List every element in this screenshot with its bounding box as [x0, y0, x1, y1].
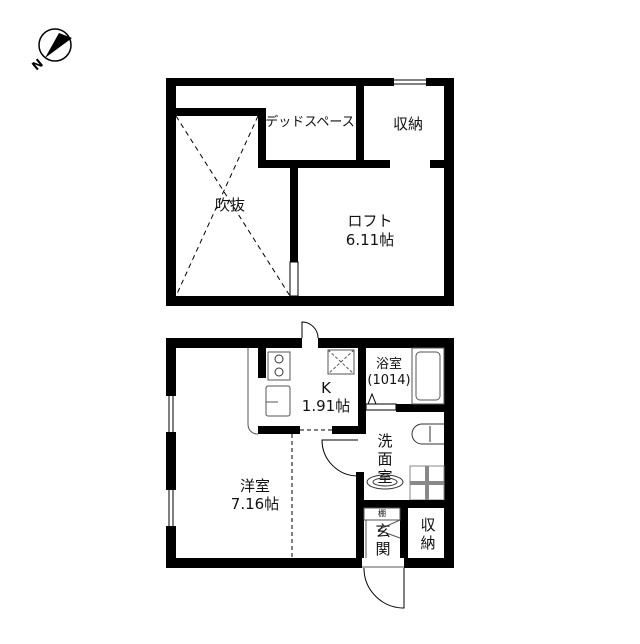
washroom-label: 洗 面 室	[377, 432, 393, 486]
kitchen-label: K	[321, 379, 331, 397]
western-room-size: 7.16帖	[230, 495, 280, 513]
void-label: 吹抜	[214, 196, 245, 214]
loft-storage-label: 収納	[392, 115, 423, 133]
svg-text:N: N	[29, 56, 46, 73]
entrance-label: 玄 関	[375, 522, 391, 558]
bathroom-label: 浴室	[375, 357, 402, 372]
kitchen-size: 1.91帖	[301, 397, 351, 415]
entrance-shelf-label: 棚	[378, 509, 386, 518]
western-room-label: 洋室	[239, 477, 270, 495]
north-arrow-icon: N	[29, 28, 72, 73]
main-storage-label: 収 納	[420, 516, 436, 552]
main-floor	[166, 321, 454, 609]
loft-label: ロフト	[347, 212, 393, 230]
loft-floor	[166, 78, 454, 306]
loft-size: 6.11帖	[345, 231, 395, 249]
bathroom-size: (1014)	[367, 373, 411, 388]
dead-space-label: デッドスペース	[265, 115, 355, 130]
